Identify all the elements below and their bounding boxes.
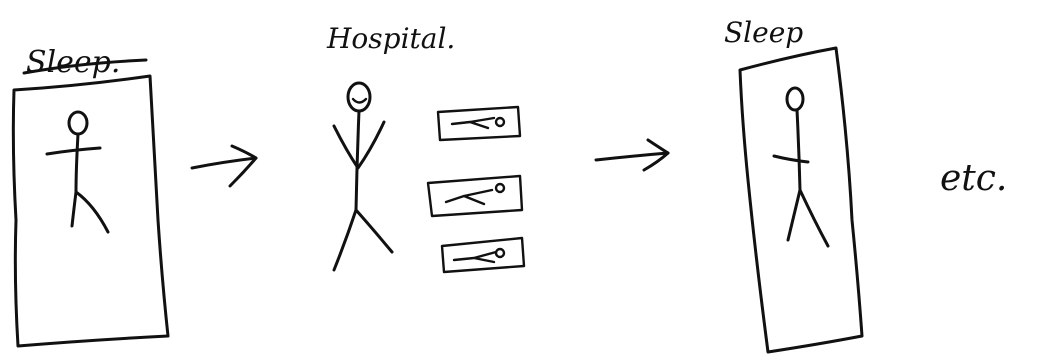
hospital-bed-icon [436,105,522,142]
person-icon [772,86,830,248]
etc-label: etc. [940,158,1007,199]
hospital-bed-icon [440,236,526,274]
arrow-right-icon [190,144,258,188]
sleep-label-underline [22,58,148,75]
arrow-right-icon [594,138,670,172]
hospital-label: Hospital. [326,22,455,55]
person-icon [332,81,394,272]
panel-sleep-2: Sleep [724,16,864,354]
sleep-label-2: Sleep [724,16,803,49]
bed-icon [11,74,170,348]
bed-icon [738,46,864,354]
person-icon [45,110,110,234]
panel-hospital: Hospital. [326,22,526,274]
panel-sleep-1: Sleep. [11,45,170,348]
hospital-bed-icon [426,174,524,218]
